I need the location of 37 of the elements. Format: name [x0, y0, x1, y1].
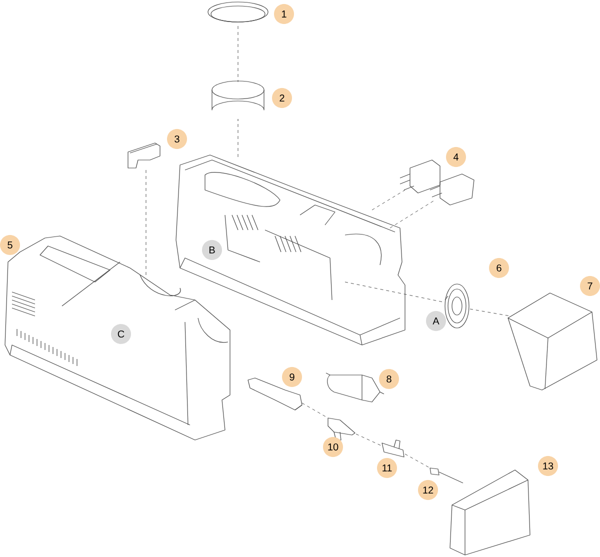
switch-drawing — [430, 174, 474, 206]
adapter-drawing — [328, 418, 356, 440]
callout-number: 7 — [580, 276, 600, 296]
housing-drawing — [176, 154, 406, 346]
callout-number: 4 — [446, 147, 466, 167]
assembly-line — [344, 282, 444, 302]
reference-letter: C — [111, 324, 131, 344]
callout-number: 5 — [0, 235, 20, 255]
assembly-line — [390, 200, 436, 228]
callout-number: 13 — [538, 456, 558, 476]
clip-drawing — [128, 142, 160, 168]
assembly-line — [372, 190, 406, 210]
cover-drawing — [450, 470, 530, 556]
cup-drawing — [212, 80, 264, 122]
callout-number: 12 — [418, 480, 438, 500]
callout-number: 10 — [323, 437, 343, 457]
callout-number: 6 — [489, 258, 509, 278]
needle-drawing — [430, 468, 464, 484]
callout-number: 1 — [274, 4, 294, 24]
knob-drawing — [444, 284, 470, 328]
assembly-line — [470, 308, 510, 316]
callout-number: 11 — [377, 458, 397, 478]
assembly-line — [356, 434, 382, 446]
ring-drawing — [208, 2, 268, 22]
callout-number: 2 — [272, 88, 292, 108]
reference-letter: A — [426, 311, 446, 331]
plug-drawing — [326, 372, 384, 402]
callout-number: 3 — [167, 129, 187, 149]
assembly-line — [404, 454, 430, 468]
assembly-line — [302, 402, 328, 418]
switch-drawing — [400, 160, 440, 194]
callout-number: 9 — [282, 367, 302, 387]
adapter-drawing — [382, 440, 404, 458]
cap-drawing — [508, 292, 598, 390]
cover-drawing — [4, 236, 230, 440]
reference-letter: B — [202, 240, 222, 260]
callout-number: 8 — [379, 369, 399, 389]
